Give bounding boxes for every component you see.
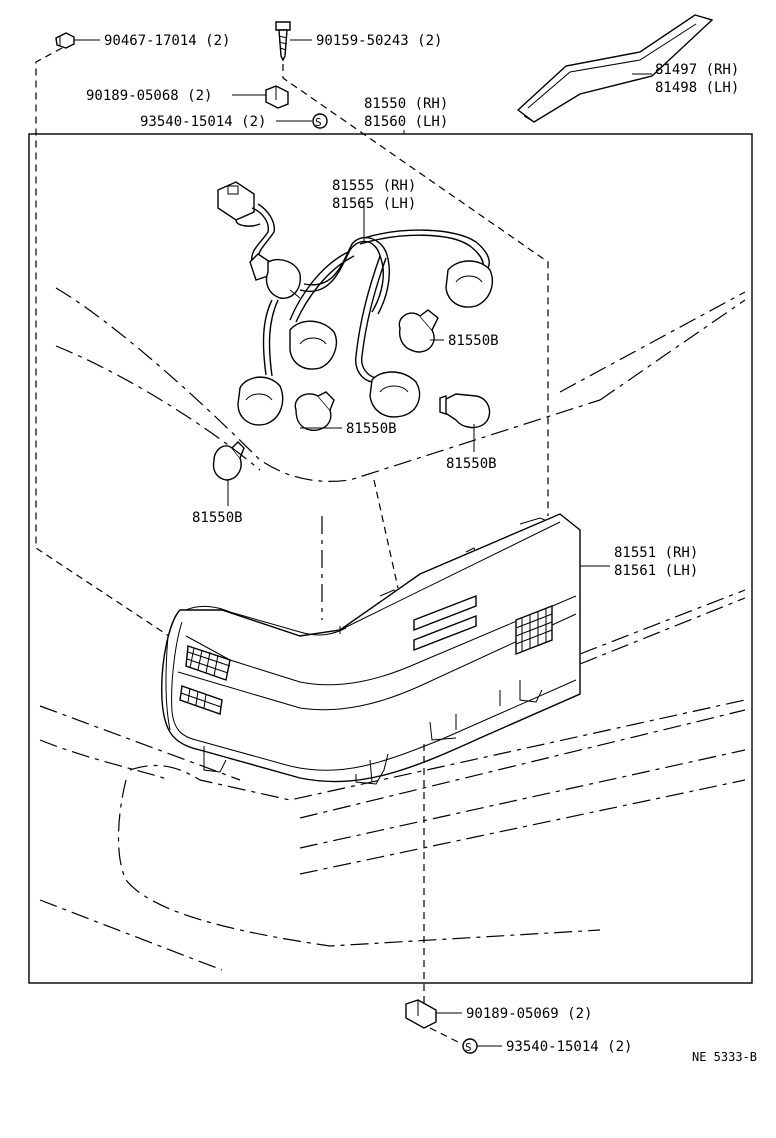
lens-grid-left bbox=[185, 645, 231, 681]
callout-bracket-top: 90189-05068 (2) bbox=[86, 88, 212, 104]
lens-grid-right bbox=[515, 604, 553, 656]
bulb-4 bbox=[212, 441, 245, 506]
callout-clip-top-left: 90467-17014 (2) bbox=[104, 33, 230, 49]
drawing-number: NE 5333-B bbox=[692, 1050, 757, 1064]
nut-symbol-bottom-letter: S bbox=[465, 1041, 472, 1054]
callout-lens-lh: 81561 (LH) bbox=[614, 563, 698, 579]
callout-socket-rh: 81555 (RH) bbox=[332, 178, 416, 194]
nut-symbol-top-letter: S bbox=[315, 116, 322, 129]
bulb-3 bbox=[439, 393, 491, 452]
callout-lens-rh: 81551 (RH) bbox=[614, 545, 698, 561]
bulb-2 bbox=[294, 391, 342, 431]
dashed-guide-screw bbox=[282, 64, 549, 516]
dashed-guide-clip bbox=[35, 47, 173, 639]
assembly-frame bbox=[28, 133, 753, 984]
callout-garnish-rh: 81497 (RH) bbox=[655, 62, 739, 78]
callout-bulb-2: 81550B bbox=[346, 421, 397, 437]
screw-part bbox=[275, 21, 312, 62]
bracket-part-top bbox=[232, 85, 289, 109]
nut-symbol-bottom: S bbox=[429, 1027, 502, 1054]
vehicle-body-outline bbox=[39, 287, 746, 971]
callout-screw-top: 90159-50243 (2) bbox=[316, 33, 442, 49]
callout-nut-bottom: 93540-15014 (2) bbox=[506, 1039, 632, 1055]
callout-lamp-assy-lh: 81560 (LH) bbox=[364, 114, 448, 130]
bracket-part-bottom bbox=[405, 999, 462, 1029]
callout-garnish-lh: 81498 (LH) bbox=[655, 80, 739, 96]
bulb-1 bbox=[398, 309, 444, 353]
clip-part bbox=[55, 32, 100, 49]
nut-symbol-top: S bbox=[276, 113, 328, 129]
callout-bulb-4: 81550B bbox=[192, 510, 243, 526]
lens-grid-left-lower bbox=[179, 685, 223, 715]
callout-bracket-bottom: 90189-05069 (2) bbox=[466, 1006, 592, 1022]
callout-lamp-assy-rh: 81550 (RH) bbox=[364, 96, 448, 112]
lamp-lens-housing bbox=[161, 513, 610, 785]
callout-nut-top: 93540-15014 (2) bbox=[140, 114, 266, 130]
callout-bulb-1: 81550B bbox=[448, 333, 499, 349]
socket-wire-harness bbox=[217, 181, 494, 426]
callout-bulb-3: 81550B bbox=[446, 456, 497, 472]
garnish-part bbox=[516, 14, 714, 123]
callout-socket-lh: 81565 (LH) bbox=[332, 196, 416, 212]
